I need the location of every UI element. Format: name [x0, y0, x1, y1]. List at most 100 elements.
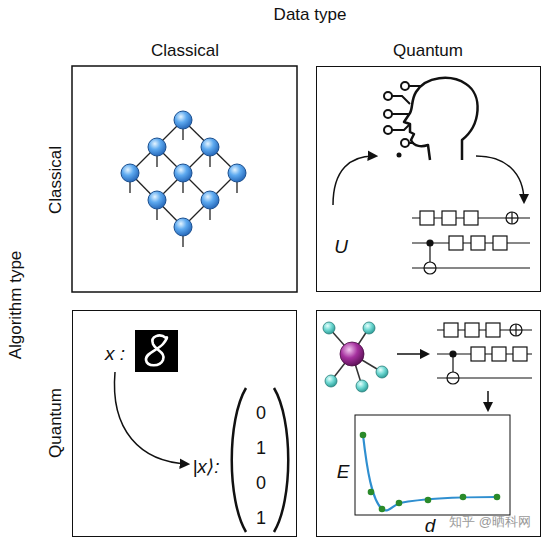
data-point	[368, 489, 375, 496]
axis-heading: Algorithm type	[7, 251, 24, 360]
vector-entry: 0	[256, 404, 266, 422]
atom	[325, 375, 337, 387]
control-dot	[450, 351, 456, 357]
cnot-target	[447, 372, 459, 384]
gate-box	[464, 211, 478, 225]
molecule-atoms	[323, 322, 388, 392]
bond	[157, 147, 210, 200]
cnot-target	[506, 212, 518, 224]
curved-arrow	[114, 372, 188, 464]
control-dot	[427, 240, 433, 246]
leg	[156, 209, 157, 220]
tensor-sphere	[121, 164, 139, 182]
trace-pad	[384, 110, 392, 118]
math-symbol: x :	[105, 344, 125, 363]
tensor-sphere	[174, 218, 192, 236]
arrow	[487, 391, 489, 410]
energy-curve	[363, 435, 497, 510]
trace-pad	[384, 126, 392, 134]
gate-box	[449, 236, 463, 250]
leg	[236, 182, 237, 193]
watermark: 知乎 @晒科网	[449, 515, 531, 528]
lattice-bonds	[130, 120, 237, 247]
quantum-circuit	[412, 211, 530, 274]
bond	[130, 120, 183, 173]
cnot-cross	[511, 212, 512, 224]
atom	[356, 380, 368, 392]
bond	[183, 173, 237, 227]
axis-heading: Quantum	[47, 388, 64, 458]
qubit-wire	[437, 377, 532, 378]
atom	[363, 322, 375, 334]
cnot-cross	[424, 267, 436, 268]
gate-box	[465, 323, 479, 337]
digit-eight	[146, 336, 167, 366]
trace-pad	[384, 92, 392, 100]
atom	[323, 322, 335, 334]
data-point	[494, 494, 501, 501]
math-symbol: |x⟩:	[192, 457, 219, 476]
quadrant-panel: x : |x⟩: 0 1 0 1	[72, 310, 297, 537]
gate-box	[493, 236, 507, 250]
trace	[392, 124, 410, 130]
gate-box	[471, 236, 485, 250]
tensor-sphere	[148, 138, 166, 156]
trace	[392, 113, 410, 115]
gate-box	[486, 323, 500, 337]
cnot-target	[424, 262, 436, 274]
curved-arrow	[476, 156, 524, 202]
trace-pad	[401, 139, 409, 147]
vector-bracket	[232, 388, 246, 532]
arrow	[397, 353, 428, 355]
axis-heading: Classical	[151, 42, 219, 59]
lattice-spheres	[121, 111, 246, 236]
leg	[209, 156, 210, 167]
cnot-target	[510, 324, 522, 336]
bond	[157, 147, 210, 200]
vector-entry: 1	[256, 509, 266, 527]
tensor-sphere	[201, 191, 219, 209]
head-silhouette	[404, 78, 478, 160]
leg	[182, 182, 183, 193]
panel-frame	[72, 66, 297, 292]
trace	[392, 96, 410, 104]
leg	[156, 156, 157, 167]
circuit-traces	[384, 82, 422, 147]
data-point	[425, 497, 432, 504]
molecule-bonds	[329, 328, 382, 386]
data-point	[379, 506, 386, 513]
math-symbol: U	[334, 237, 348, 256]
data-point	[396, 500, 403, 507]
axis-heading: Data type	[274, 6, 347, 23]
gate-box	[444, 323, 458, 337]
quadrant-panel: Ed	[316, 310, 541, 537]
vector-entry: 0	[256, 474, 266, 492]
math-symbol: d	[425, 516, 436, 535]
vector-entry: 1	[256, 439, 266, 457]
dot	[397, 153, 402, 158]
plot-frame	[355, 415, 510, 515]
axis-heading: Quantum	[393, 42, 463, 59]
math-symbol: E	[337, 462, 350, 481]
tensor-sphere	[174, 164, 192, 182]
leg	[182, 129, 183, 140]
axis-heading: Classical	[47, 146, 64, 214]
gate-box	[471, 347, 485, 361]
cnot-cross	[515, 324, 516, 336]
gate-box	[420, 211, 434, 225]
data-point	[460, 494, 467, 501]
leg	[182, 236, 183, 247]
tensor-sphere	[201, 138, 219, 156]
central-atom	[340, 342, 364, 366]
tensor-sphere	[174, 111, 192, 129]
quantum-circuit	[437, 323, 532, 384]
atom	[376, 366, 388, 378]
qubit-wire	[412, 267, 530, 268]
quadrant-panel: U	[316, 66, 541, 292]
data-points	[360, 432, 501, 513]
leg	[129, 182, 130, 193]
mnist-image	[135, 330, 178, 372]
gate-box	[513, 347, 527, 361]
